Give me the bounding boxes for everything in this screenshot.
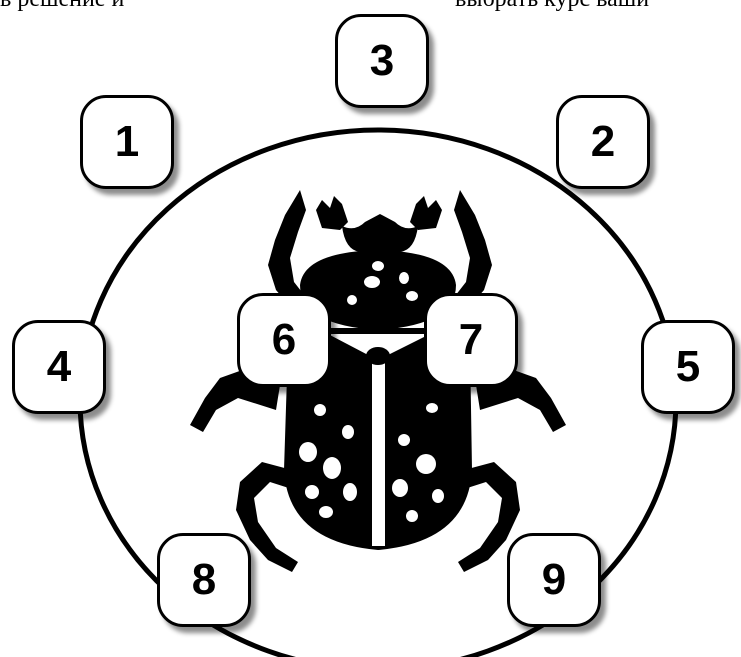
tile-9[interactable]: 9 (507, 533, 601, 627)
tile-3[interactable]: 3 (335, 14, 429, 108)
tile-7[interactable]: 7 (424, 293, 518, 387)
tile-5[interactable]: 5 (641, 320, 735, 414)
tile-2[interactable]: 2 (556, 95, 650, 189)
tile-1[interactable]: 1 (80, 95, 174, 189)
tile-8[interactable]: 8 (157, 533, 251, 627)
tile-4[interactable]: 4 (12, 320, 106, 414)
tile-6[interactable]: 6 (237, 293, 331, 387)
